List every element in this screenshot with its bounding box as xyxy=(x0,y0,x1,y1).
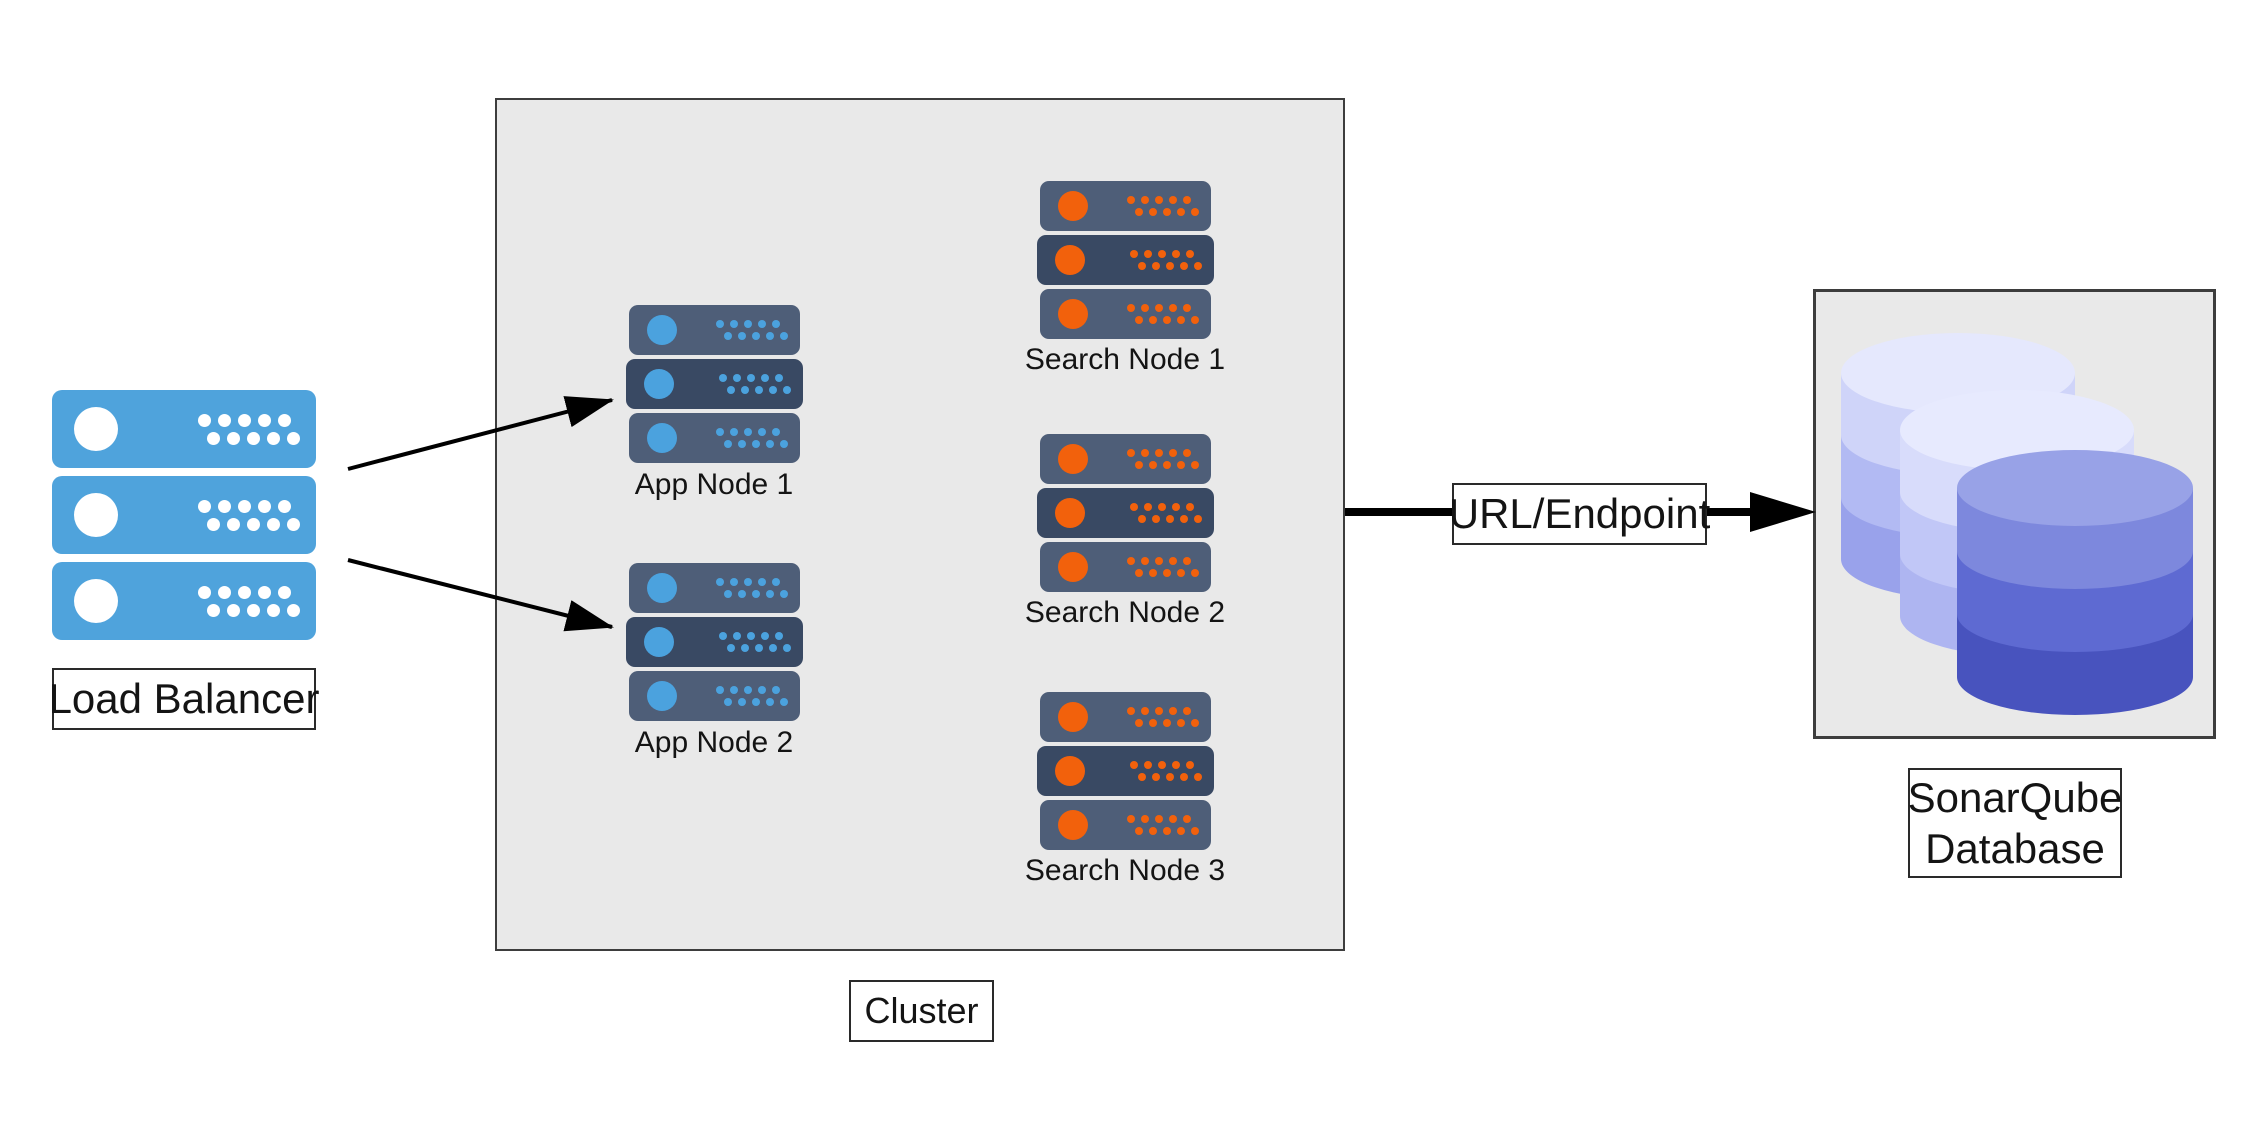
server-bar xyxy=(1040,692,1211,742)
led-light-icon xyxy=(1055,245,1085,275)
server-bar xyxy=(626,359,803,409)
server-bar xyxy=(1037,746,1214,796)
database-cylinder-front xyxy=(1957,450,2193,715)
led-light-icon xyxy=(1058,552,1088,582)
app-node-2-icon xyxy=(626,563,803,721)
search-node-2-icon xyxy=(1037,434,1214,592)
server-bar xyxy=(629,413,800,463)
led-light-icon xyxy=(647,315,677,345)
led-light-icon xyxy=(647,423,677,453)
load-balancer-label: Load Balancer xyxy=(49,668,319,730)
database-label: SonarQube Database xyxy=(1908,768,2122,878)
vent-dots-icon xyxy=(719,374,791,394)
search-node-3-icon xyxy=(1037,692,1214,850)
cluster-label: Cluster xyxy=(849,980,994,1042)
server-bar xyxy=(1040,542,1211,592)
vent-dots-icon xyxy=(198,413,300,445)
server-bar xyxy=(52,476,316,554)
led-light-icon xyxy=(74,579,118,623)
server-bar xyxy=(1037,235,1214,285)
cluster-box xyxy=(495,98,1345,951)
vent-dots-icon xyxy=(716,578,788,598)
led-light-icon xyxy=(644,369,674,399)
vent-dots-icon xyxy=(1127,304,1199,324)
led-light-icon xyxy=(1058,702,1088,732)
url-endpoint-label: URL/Endpoint xyxy=(1449,483,1710,545)
server-bar xyxy=(1040,800,1211,850)
search-node-2-label: Search Node 2 xyxy=(1024,596,1226,629)
search-node-1-label: Search Node 1 xyxy=(1024,343,1226,376)
database-label-line-2: Database xyxy=(1925,825,2105,872)
app-node-1-icon xyxy=(626,305,803,463)
vent-dots-icon xyxy=(1127,707,1199,727)
led-light-icon xyxy=(1055,498,1085,528)
database-icon xyxy=(1841,333,2193,715)
led-light-icon xyxy=(1058,191,1088,221)
search-node-3-label: Search Node 3 xyxy=(1024,854,1226,887)
vent-dots-icon xyxy=(198,585,300,617)
server-bar xyxy=(52,390,316,468)
server-bar xyxy=(629,305,800,355)
server-bar xyxy=(1037,488,1214,538)
led-light-icon xyxy=(644,627,674,657)
led-light-icon xyxy=(1058,444,1088,474)
app-node-2-label: App Node 2 xyxy=(634,726,794,759)
database-box xyxy=(1813,289,2216,739)
app-node-1-label: App Node 1 xyxy=(634,468,794,501)
vent-dots-icon xyxy=(1127,196,1199,216)
led-light-icon xyxy=(1055,756,1085,786)
server-bar xyxy=(629,563,800,613)
led-light-icon xyxy=(1058,299,1088,329)
search-node-1-icon xyxy=(1037,181,1214,339)
vent-dots-icon xyxy=(1127,557,1199,577)
led-light-icon xyxy=(647,573,677,603)
server-bar xyxy=(1040,181,1211,231)
vent-dots-icon xyxy=(716,320,788,340)
server-bar xyxy=(1040,434,1211,484)
vent-dots-icon xyxy=(198,499,300,531)
vent-dots-icon xyxy=(719,632,791,652)
vent-dots-icon xyxy=(1127,449,1199,469)
vent-dots-icon xyxy=(1127,815,1199,835)
vent-dots-icon xyxy=(716,686,788,706)
led-light-icon xyxy=(74,493,118,537)
vent-dots-icon xyxy=(1130,761,1202,781)
load-balancer-icon xyxy=(52,390,316,640)
server-bar xyxy=(52,562,316,640)
arrow-cluster-to-database-head xyxy=(1750,492,1816,532)
server-bar xyxy=(626,617,803,667)
led-light-icon xyxy=(1058,810,1088,840)
vent-dots-icon xyxy=(1130,503,1202,523)
led-light-icon xyxy=(647,681,677,711)
vent-dots-icon xyxy=(1130,250,1202,270)
vent-dots-icon xyxy=(716,428,788,448)
database-label-line-1: SonarQube xyxy=(1907,773,2123,821)
server-bar xyxy=(629,671,800,721)
server-bar xyxy=(1040,289,1211,339)
led-light-icon xyxy=(74,407,118,451)
